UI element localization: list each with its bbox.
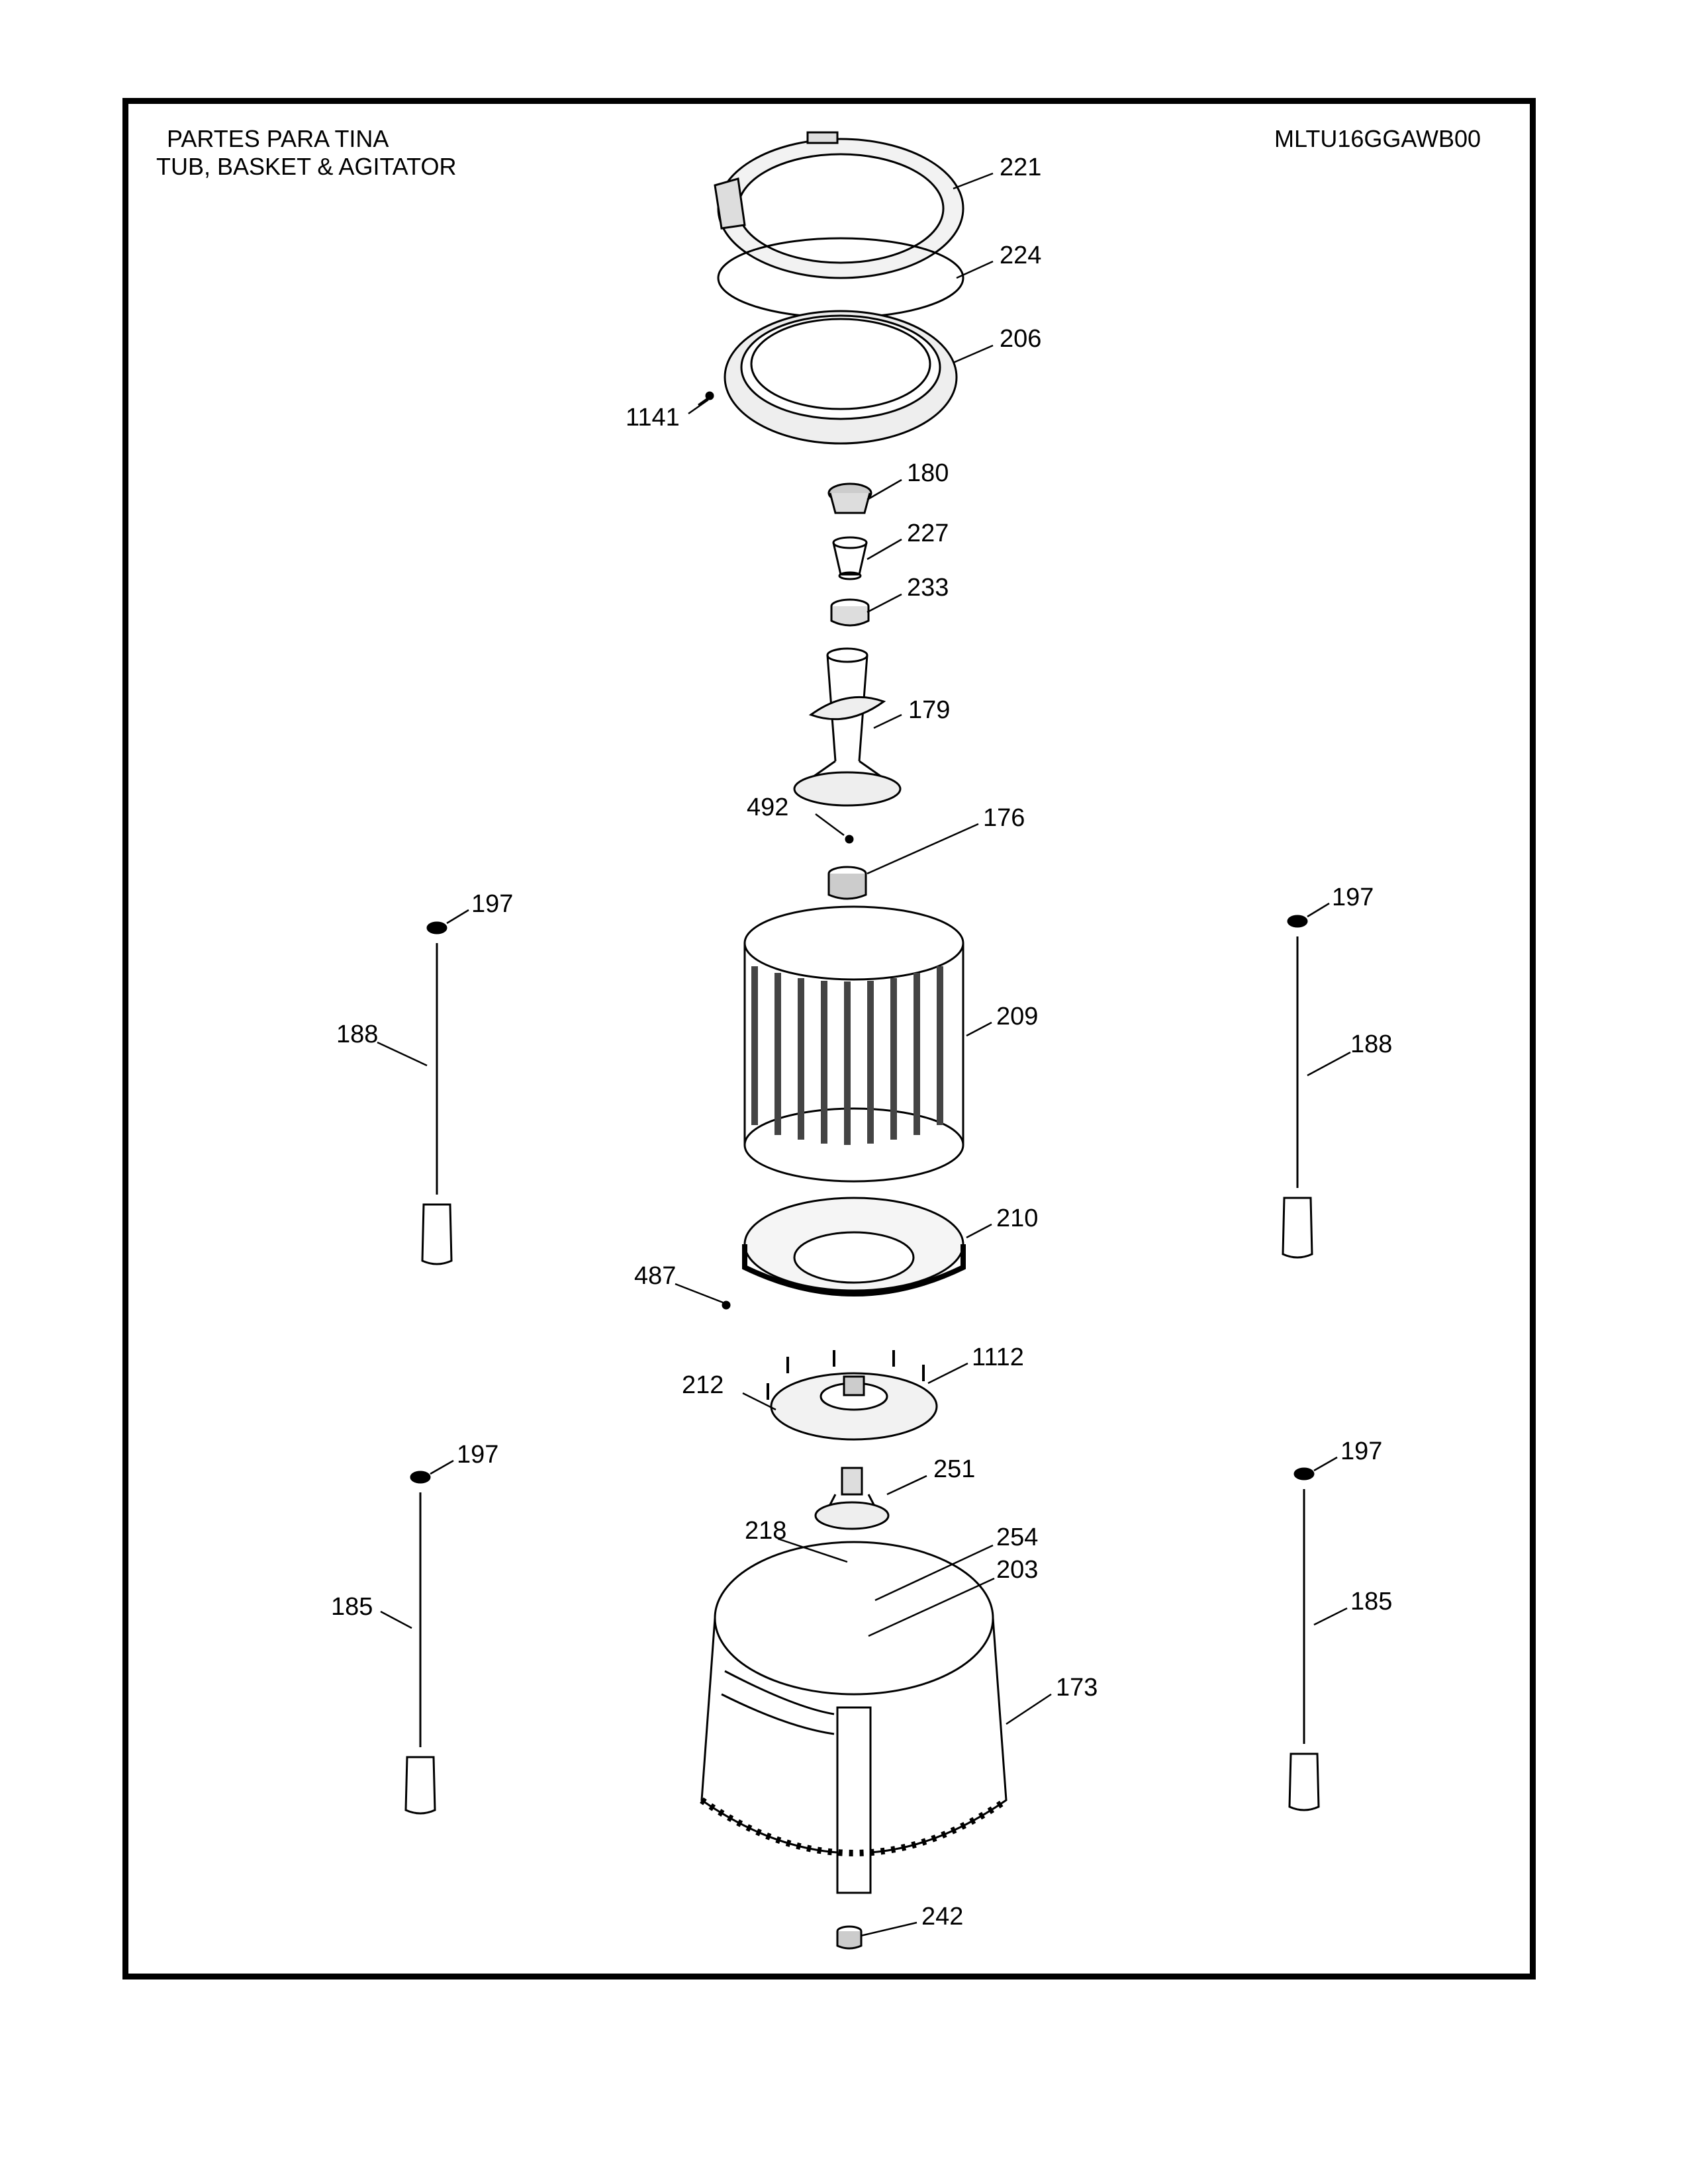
part-176-coupler [827, 866, 867, 900]
callout-242: 242 [921, 1903, 963, 1931]
title-english: TUB, BASKET & AGITATOR [156, 153, 457, 180]
callout-221: 221 [1000, 154, 1041, 181]
part-233-cup [830, 598, 870, 627]
part-242-foot [836, 1925, 863, 1950]
callout-203: 203 [996, 1556, 1038, 1584]
callout-254: 254 [996, 1524, 1038, 1551]
title-spanish: PARTES PARA TINA [167, 125, 389, 152]
part-492-pin [845, 835, 854, 844]
callout-227: 227 [907, 520, 949, 547]
part-212-hub [770, 1372, 938, 1441]
part-197-cap-2 [1287, 915, 1308, 928]
callout-212: 212 [682, 1371, 724, 1399]
callout-251: 251 [933, 1455, 975, 1483]
part-1141-screw [698, 391, 714, 406]
callout-197-lower-right: 197 [1340, 1437, 1382, 1465]
part-180-agitator-cap [827, 482, 872, 514]
callout-188-left: 188 [336, 1021, 378, 1048]
part-251-clutch [814, 1467, 890, 1530]
callout-224: 224 [1000, 242, 1041, 269]
callout-1112: 1112 [972, 1343, 1024, 1371]
callout-218: 218 [745, 1517, 786, 1545]
callout-185-left: 185 [331, 1593, 373, 1621]
part-487-screw [722, 1300, 731, 1310]
callout-188-right: 188 [1350, 1030, 1392, 1058]
callout-206: 206 [1000, 325, 1041, 353]
part-179-agitator [793, 647, 902, 807]
part-221-tub-cover [714, 131, 964, 279]
part-197-cap-3 [410, 1471, 431, 1484]
callout-197-upper-left: 197 [471, 890, 513, 918]
callout-173: 173 [1056, 1674, 1098, 1702]
part-197-cap-4 [1293, 1467, 1315, 1480]
callout-197-lower-left: 197 [457, 1441, 498, 1469]
part-1112-screws [767, 1350, 925, 1400]
part-227-cone [832, 536, 868, 580]
callout-180: 180 [907, 459, 949, 487]
part-173-outer-tub [700, 1541, 1008, 1894]
callout-179: 179 [908, 696, 950, 724]
callout-197-upper-right: 197 [1332, 884, 1374, 911]
diagram-frame [122, 98, 1536, 1979]
callout-1141: 1141 [626, 404, 680, 432]
callout-209: 209 [996, 1003, 1038, 1030]
leader-lines [377, 172, 1351, 1937]
callout-210: 210 [996, 1205, 1038, 1232]
part-209-basket [743, 905, 964, 1183]
callout-176: 176 [983, 804, 1025, 832]
part-197-cap-1 [426, 921, 447, 934]
part-210-basket-bottom [742, 1197, 966, 1297]
part-188-rod-right [1282, 936, 1313, 1259]
callout-233: 233 [907, 574, 949, 602]
part-206-balance-ring [724, 310, 958, 445]
callout-492: 492 [747, 794, 788, 821]
part-185-rod-right [1288, 1489, 1320, 1811]
part-185-rod-left [404, 1492, 436, 1815]
model-number: MLTU16GGAWB00 [1274, 125, 1481, 152]
callout-185-right: 185 [1350, 1588, 1392, 1615]
part-188-rod-left [421, 943, 453, 1265]
callout-487: 487 [634, 1262, 676, 1290]
